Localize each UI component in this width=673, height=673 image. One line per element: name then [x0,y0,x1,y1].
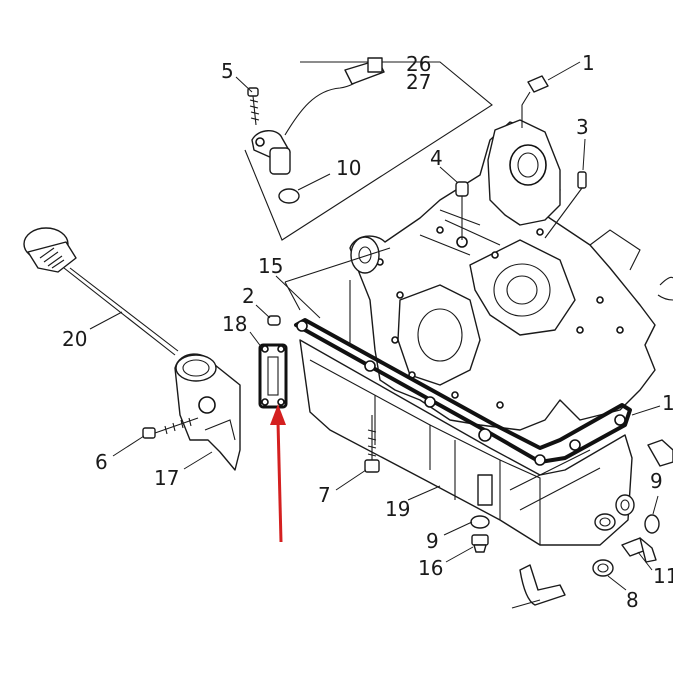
label-6: 6 [95,450,108,474]
label-1-right: 1 [662,391,673,415]
label-1-top: 1 [582,51,595,75]
bolt-6 [142,417,199,439]
label-5: 5 [221,59,234,83]
label-15: 15 [258,254,283,278]
label-2: 2 [242,284,255,308]
washer-9 [470,515,490,529]
label-8: 8 [626,588,639,612]
label-20: 20 [62,327,87,351]
sensor-group [244,57,493,241]
washer-9-right [644,514,660,534]
bolt-7 [364,415,380,473]
label-9-lower: 9 [426,529,439,553]
gasket-18 [258,343,288,409]
oil-pan [299,339,635,546]
bolt-5 [247,87,260,126]
label-3: 3 [576,115,589,139]
hose-clamp-8 [592,559,614,577]
drain-plug-16 [471,534,489,553]
label-4: 4 [430,146,443,170]
label-27: 27 [406,70,431,94]
breather-pipe [519,564,566,606]
elbow-fitting-11 [621,537,657,563]
pin-2 [267,315,281,326]
label-18: 18 [222,312,247,336]
right-edge-part [657,276,673,301]
leader-lines [89,61,661,591]
pan-gasket [294,318,632,466]
dipstick-20 [23,227,179,356]
callout-labels: 5 26 27 1 3 4 10 15 2 18 20 1 6 17 9 7 1… [62,51,673,612]
dowel-pin-1 [521,75,549,128]
speed-sensor [251,57,385,175]
label-19: 19 [385,497,410,521]
label-26: 26 [406,52,431,76]
label-7: 7 [318,483,331,507]
right-fitting [647,439,673,467]
dipstick-tube-17 [174,353,241,471]
label-10: 10 [336,156,361,180]
transmission-housing [349,119,656,431]
label-11: 11 [653,564,673,588]
plug-4 [455,181,469,240]
label-17: 17 [154,466,179,490]
label-9-right: 9 [650,469,663,493]
dowel-pin-3 [544,171,587,239]
o-ring-10 [278,188,300,204]
highlight-arrow [270,404,286,543]
label-16: 16 [418,556,443,580]
